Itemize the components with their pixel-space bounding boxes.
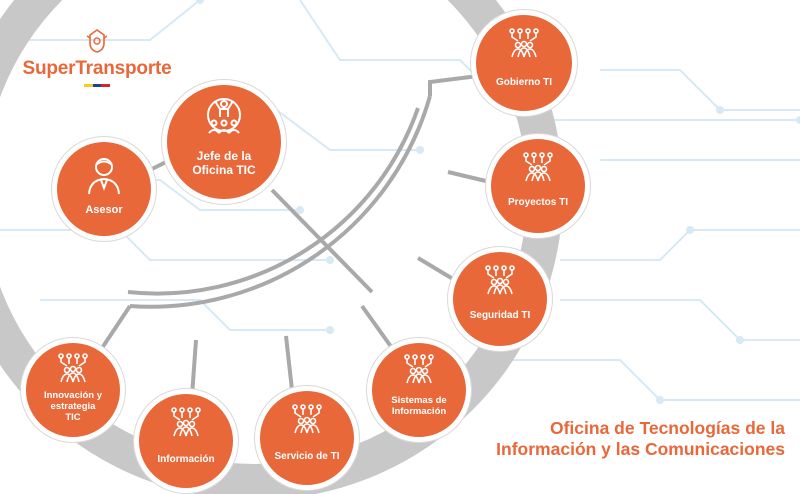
gobierno-label: Gobierno TI [495,77,553,88]
innovacion-label-line1: Innovación y [43,390,103,401]
title-line2: Información y las Comunicaciones [496,439,785,459]
team-leader-icon [207,98,241,134]
logo-text: SuperTransporte [22,58,172,79]
node-seguridad-ti: Seguridad TI [448,247,552,351]
node-gobierno-ti: Gobierno TI [471,10,577,116]
flag-stripe [84,84,111,87]
connector-arcs [127,95,432,309]
team-network-icon [509,28,539,58]
node-innovacion-estrategia-tic: Innovación y estrategia TIC [21,338,125,442]
flag-yellow [84,84,93,87]
sistemas-label-line2: Información [391,406,447,417]
circuit-dots [196,0,800,404]
team-network-icon [523,152,553,182]
connector-lines [100,74,491,397]
team-network-icon [171,407,201,437]
flag-red [101,84,111,87]
jefe-label-line2: Oficina TIC [192,163,256,177]
person-icon [88,158,120,195]
team-network-icon [404,354,434,384]
node-asesor: Asesor [52,137,156,241]
supertransporte-logo: SuperTransporte [22,28,172,98]
team-network-icon [485,265,515,295]
crest-icon [86,29,108,53]
office-title: Oficina de Tecnologías de la Información… [440,418,785,460]
node-sistemas-informacion: Sistemas de Información [367,338,471,442]
innovacion-label-line3: TIC [65,412,81,423]
sistemas-label-line1: Sistemas de [391,395,447,406]
seguridad-label: Seguridad TI [469,310,531,321]
innovacion-label-line2: estrategia [50,401,96,412]
servicio-label: Servicio de TI [274,451,340,462]
node-informacion: Información [134,389,238,493]
jefe-label-line1: Jefe de la [196,149,252,163]
informacion-label: Información [157,454,215,465]
proyectos-label: Proyectos TI [507,197,569,208]
team-network-icon [58,353,88,383]
asesor-label: Asesor [85,204,123,216]
node-servicio-ti: Servicio de TI [255,386,359,490]
flag-blue [92,84,102,87]
title-line1: Oficina de Tecnologías de la [549,418,785,438]
node-jefe-oficina-tic: Jefe de la Oficina TIC [162,80,286,204]
team-network-icon [292,404,322,434]
node-proyectos-ti: Proyectos TI [486,134,590,238]
